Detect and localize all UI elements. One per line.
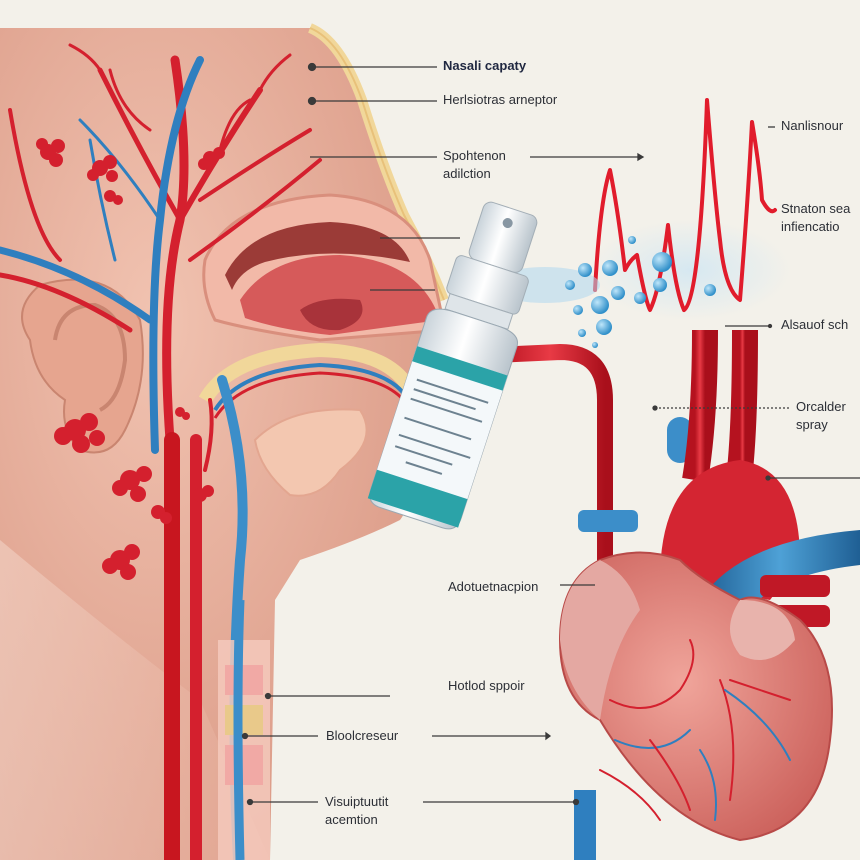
label-adrenal-action: Adotuetnacpion [448, 579, 539, 594]
label-blood-pressure: Bloolcreseur [326, 728, 399, 743]
label-nasal-cavity: Nasali capaty [443, 58, 527, 73]
label-absorption: Spohtenon adilction [443, 148, 506, 181]
nasal-spray-bottle [367, 201, 538, 530]
label-blood-supply: Hotlod sppoir [448, 678, 525, 693]
label-sensation-inflammation: Stnaton sea infiencatio [781, 201, 851, 234]
delivery-tube [487, 343, 613, 568]
label-peak: Nanlisnour [781, 118, 844, 133]
label-absorption-site: Alsauof sch [781, 317, 849, 332]
leader-lines [241, 62, 860, 806]
head-cross-section [0, 23, 449, 860]
spray-mist [490, 236, 716, 348]
neck-tissue [218, 599, 270, 860]
label-oral-spray: Orcalder spray [796, 399, 846, 432]
label-receptor: Herlsiotras arneptor [443, 92, 558, 107]
label-vascular-action: Visuiptuutit acemtion [325, 794, 389, 827]
heart [558, 323, 860, 860]
red-blood-cell-clusters [36, 138, 225, 580]
